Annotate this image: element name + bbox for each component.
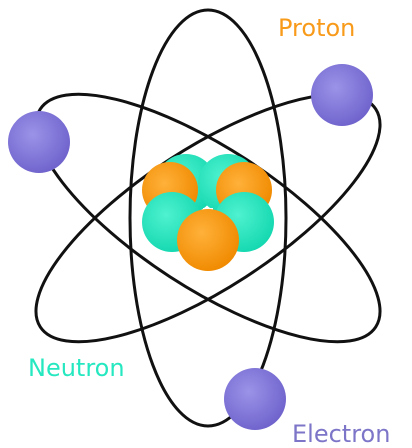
electron bbox=[311, 64, 373, 126]
proton-label: Proton bbox=[278, 14, 355, 42]
electron bbox=[224, 368, 286, 430]
neutron-label: Neutron bbox=[28, 354, 125, 382]
electron-label: Electron bbox=[292, 420, 390, 448]
electron bbox=[8, 111, 70, 173]
proton bbox=[177, 209, 239, 271]
nucleus bbox=[142, 154, 274, 271]
